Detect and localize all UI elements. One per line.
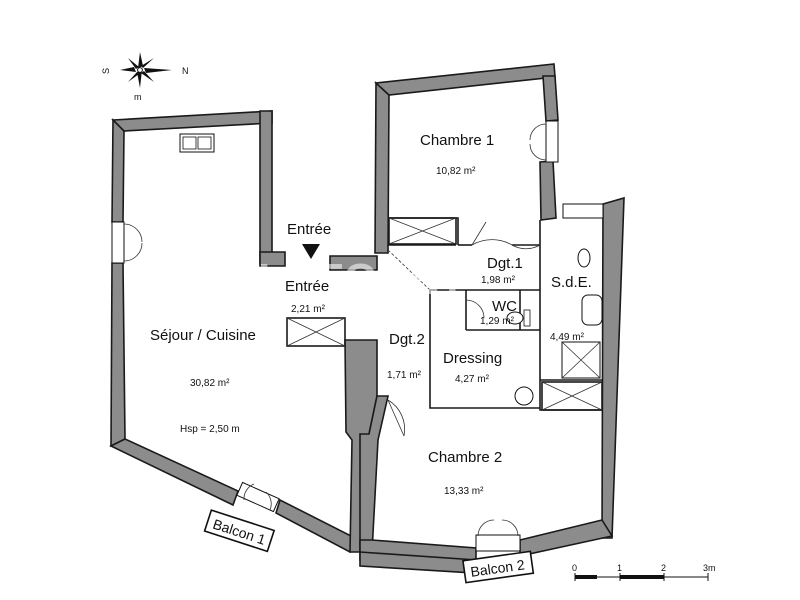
toilet-sde bbox=[577, 248, 591, 268]
watermark: LAFORÊT bbox=[258, 254, 466, 304]
walls-right bbox=[359, 63, 625, 574]
compass-north-label: N bbox=[182, 66, 189, 76]
room-chambre2-area: 13,33 m² bbox=[444, 486, 484, 497]
room-sejour-name: Séjour / Cuisine bbox=[150, 327, 256, 344]
compass-needle-north bbox=[138, 52, 143, 68]
room-chambre2: Chambre 2 13,33 m² bbox=[428, 449, 502, 497]
scale-tick-0: 0 bbox=[572, 563, 577, 573]
room-dgt2: Dgt.2 1,71 m² bbox=[387, 331, 425, 381]
room-wc-name: WC bbox=[492, 298, 517, 315]
walls-left bbox=[109, 110, 356, 554]
door-wc bbox=[465, 299, 485, 319]
compass-rose: N S m bbox=[101, 52, 189, 102]
room-entree: Entrée 2,21 m² bbox=[285, 278, 329, 315]
walls-center bbox=[259, 251, 390, 553]
entry-arrow-icon bbox=[302, 244, 320, 259]
room-chambre2-name: Chambre 2 bbox=[428, 449, 502, 466]
room-entree-area: 2,21 m² bbox=[291, 304, 326, 315]
room-sde-name: S.d.E. bbox=[551, 274, 592, 291]
kitchen-sink bbox=[179, 133, 215, 153]
entry-label: Entrée bbox=[287, 221, 331, 238]
balcony-2: Balcon 2 bbox=[462, 550, 535, 584]
room-wc-area: 1,29 m² bbox=[480, 316, 515, 327]
window-sejour bbox=[111, 221, 125, 264]
room-dressing: Dressing 4,27 m² bbox=[443, 350, 502, 385]
room-sejour-area: 30,82 m² bbox=[190, 378, 230, 389]
toilet-wc bbox=[506, 311, 524, 325]
door-chambre2 bbox=[387, 399, 406, 437]
scale-tick-3: 3m bbox=[703, 563, 716, 573]
room-sejour: Séjour / Cuisine 30,82 m² Hsp = 2,50 m bbox=[150, 327, 256, 435]
room-entree-name: Entrée bbox=[285, 278, 329, 295]
room-sejour-hsp: Hsp = 2,50 m bbox=[180, 424, 240, 435]
scale-tick-2: 2 bbox=[661, 563, 666, 573]
openings bbox=[111, 120, 559, 552]
compass-m-label: m bbox=[134, 92, 142, 102]
door-chambre1 bbox=[471, 239, 513, 246]
dressing-column bbox=[514, 386, 534, 406]
room-chambre1-area: 10,82 m² bbox=[436, 166, 476, 177]
door-sde bbox=[511, 244, 541, 250]
room-sde-area: 4,49 m² bbox=[550, 332, 585, 343]
fixtures bbox=[179, 133, 604, 406]
interior-partitions bbox=[286, 217, 603, 411]
window-chambre1 bbox=[545, 120, 559, 163]
room-wc: WC 1,29 m² bbox=[480, 298, 517, 327]
room-dgt2-name: Dgt.2 bbox=[389, 331, 425, 348]
compass-south-label: S bbox=[101, 68, 111, 74]
balcon2-door bbox=[475, 534, 521, 552]
room-chambre1-name: Chambre 1 bbox=[420, 132, 494, 149]
scale-bar: 0 1 2 3m bbox=[572, 563, 716, 581]
room-dressing-area: 4,27 m² bbox=[455, 374, 490, 385]
balcon1-door bbox=[236, 481, 280, 513]
room-dressing-name: Dressing bbox=[443, 350, 502, 367]
room-dgt2-area: 1,71 m² bbox=[387, 370, 422, 381]
balcony-1: Balcon 1 bbox=[203, 509, 276, 553]
balcony-2-label: Balcon 2 bbox=[469, 556, 525, 579]
room-dgt1-area: 1,98 m² bbox=[481, 275, 516, 286]
room-dgt1-name: Dgt.1 bbox=[487, 255, 523, 272]
washbasin bbox=[581, 294, 603, 326]
scale-tick-1: 1 bbox=[617, 563, 622, 573]
room-chambre1: Chambre 1 10,82 m² bbox=[420, 132, 494, 177]
room-sde: S.d.E. 4,49 m² bbox=[550, 274, 592, 343]
room-dgt1: Dgt.1 1,98 m² bbox=[481, 255, 523, 286]
